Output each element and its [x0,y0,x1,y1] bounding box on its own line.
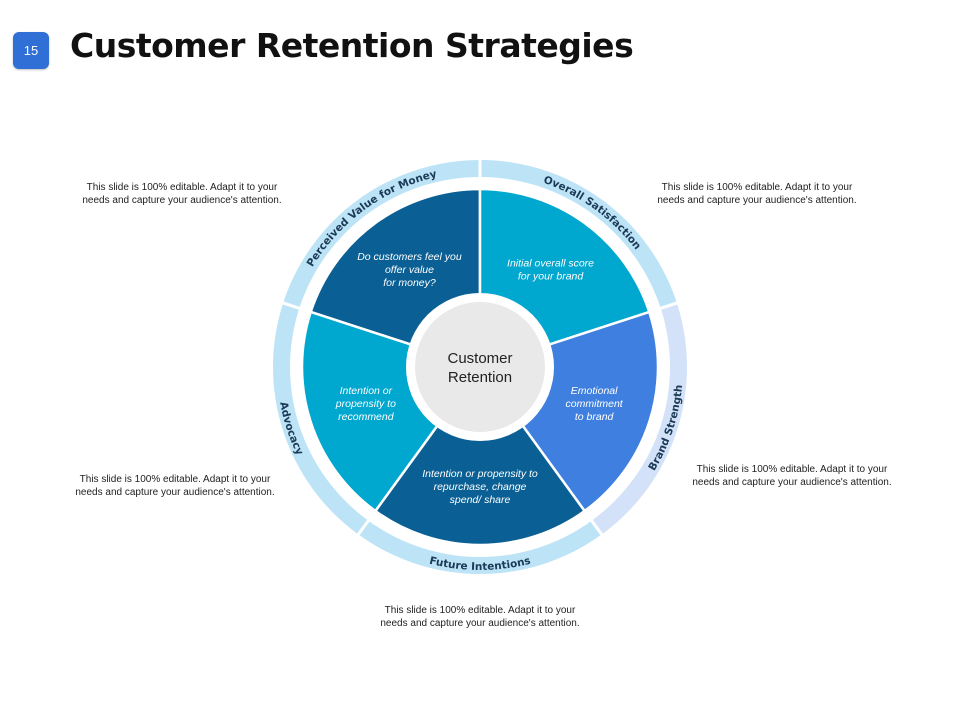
note-top-right: This slide is 100% editable. Adapt it to… [657,182,857,206]
ring-segment-brand-strength [592,304,688,534]
center-circle [415,302,545,432]
center-label-line1: Customer [447,350,512,367]
ring-segment-advocacy [272,304,368,534]
ring-label-future-intentions: Future Intentions [428,555,532,573]
ring-divider [659,301,679,311]
ring-divider [356,519,371,537]
ring-segment-perceived-value-for-money [283,160,479,308]
slide-number-badge: 15 [13,32,49,69]
note-middle-left: This slide is 100% editable. Adapt it to… [75,474,275,498]
page-title: Customer Retention Strategies [70,26,634,65]
note-middle-right: This slide is 100% editable. Adapt it to… [692,464,892,488]
note-bottom: This slide is 100% editable. Adapt it to… [380,605,580,629]
center-label-line2: Retention [448,369,512,386]
ring-divider [589,519,604,537]
ring-segment-future-intentions [359,521,601,574]
ring-divider [281,301,301,311]
note-top-left: This slide is 100% editable. Adapt it to… [82,182,282,206]
pie-segment-future-intentions [373,364,587,547]
ring-segment-overall-satisfaction [481,160,677,308]
